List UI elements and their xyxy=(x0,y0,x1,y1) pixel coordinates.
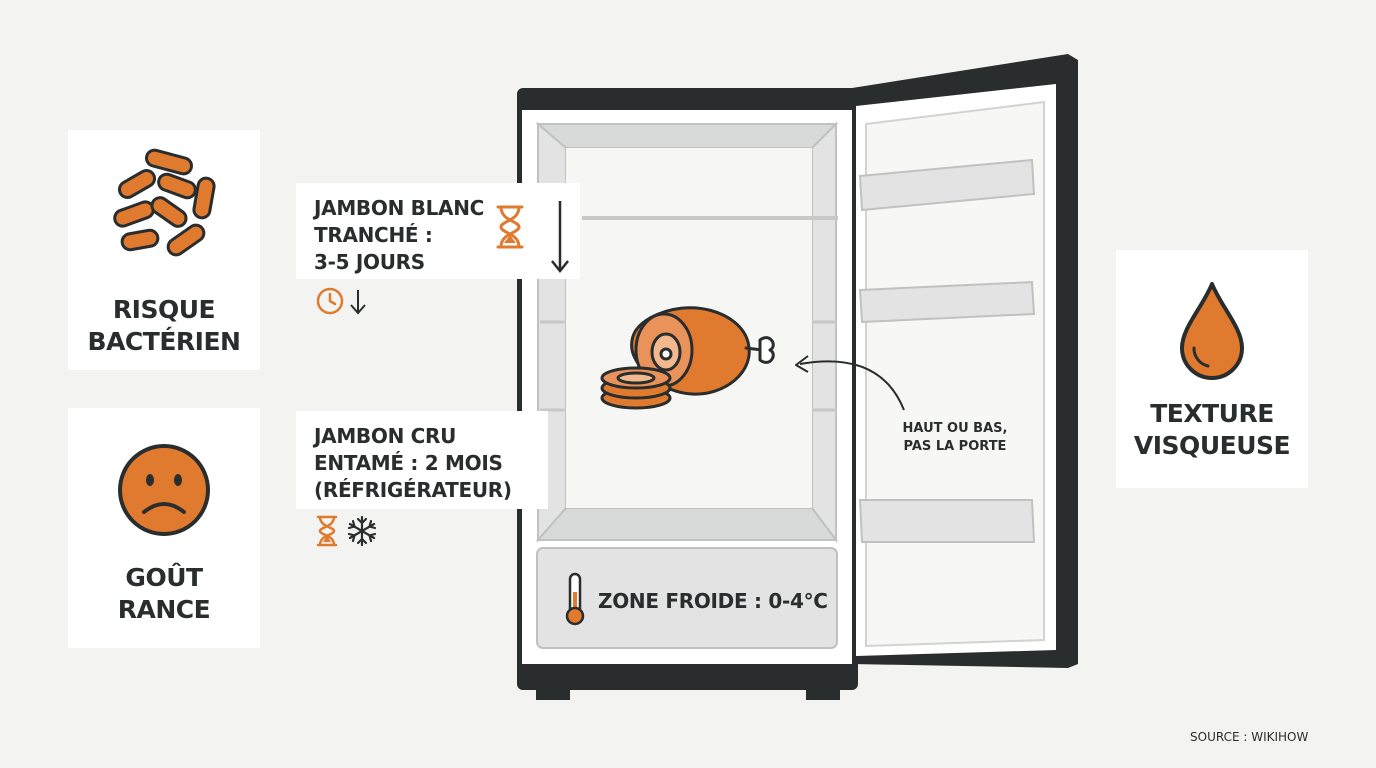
note-jambon-blanc: JAMBON BLANC TRANCHÉ : 3-5 JOURS xyxy=(296,183,580,279)
hourglass-icon xyxy=(496,205,524,249)
cold-zone-label: ZONE FROIDE : 0-4°C xyxy=(598,589,828,613)
note-jambon-cru: JAMBON CRU ENTAMÉ : 2 MOIS (RÉFRIGÉRATEU… xyxy=(296,411,548,509)
door-shelf xyxy=(858,499,1036,543)
bacteria-icon xyxy=(113,148,216,257)
note-line2: TRANCHÉ : xyxy=(314,223,433,247)
card-title-line2: VISQUEUSE xyxy=(1133,431,1291,460)
card-bacterial-risk: RISQUE BACTÉRIEN xyxy=(68,130,260,370)
placement-arrow xyxy=(799,360,905,411)
ham-icon xyxy=(600,306,775,410)
note-line3: 3-5 JOURS xyxy=(314,250,425,274)
card-title-line2: RANCE xyxy=(117,595,211,624)
clock-icon xyxy=(316,287,344,315)
card-title-line2: BACTÉRIEN xyxy=(87,327,241,356)
droplet-icon xyxy=(1180,282,1244,380)
card-title-line1: RISQUE xyxy=(112,295,216,324)
door-shelf xyxy=(858,158,1036,212)
snowflake-icon xyxy=(347,515,377,547)
card-title-line1: TEXTURE xyxy=(1150,399,1274,428)
thermometer-icon xyxy=(565,572,585,626)
card-slimy-texture: TEXTURE VISQUEUSE xyxy=(1116,250,1308,488)
card-title-line1: GOÛT xyxy=(125,563,203,592)
placement-line2: PAS LA PORTE xyxy=(903,439,1007,454)
crisper-drawer xyxy=(536,547,838,649)
note-line1: JAMBON BLANC xyxy=(314,196,485,220)
note-line1: JAMBON CRU xyxy=(314,424,457,448)
hourglass-small-icon xyxy=(316,515,338,547)
arrow-down-icon xyxy=(551,201,569,274)
sad-face-icon xyxy=(118,444,210,536)
door-shelf xyxy=(858,280,1036,324)
small-arrow-down-icon xyxy=(350,290,366,315)
source-credit: SOURCE : WIKIHOW xyxy=(1190,730,1309,744)
placement-line1: HAUT OU BAS, xyxy=(902,421,1008,436)
placement-note: HAUT OU BAS, PAS LA PORTE xyxy=(890,420,1020,456)
card-rancid-taste: GOÛT RANCE xyxy=(68,408,260,648)
note-line3: (RÉFRIGÉRATEUR) xyxy=(314,478,512,502)
note-line2: ENTAMÉ : 2 MOIS xyxy=(314,451,503,475)
